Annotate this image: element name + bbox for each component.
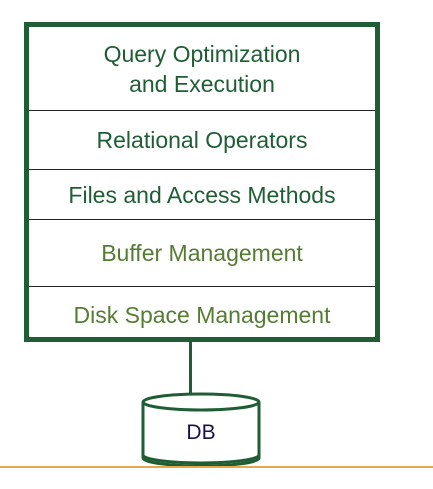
layer-relational-operators: Relational Operators xyxy=(29,110,375,169)
database-cylinder-icon xyxy=(141,392,261,468)
dbms-layer-stack: Query Optimization and Execution Relatio… xyxy=(24,22,380,342)
layer-disk-space-management-label: Disk Space Management xyxy=(73,301,331,328)
layer-buffer-management: Buffer Management xyxy=(29,219,375,286)
layer-buffer-management-label: Buffer Management xyxy=(101,240,303,266)
layer-query-optimization-line2: and Execution xyxy=(129,70,275,97)
slide-divider-line xyxy=(0,466,433,468)
layer-relational-operators-label: Relational Operators xyxy=(96,127,308,153)
layer-query-optimization-line1: Query Optimization xyxy=(103,40,301,67)
database-label: DB xyxy=(186,421,216,444)
layer-query-optimization: Query Optimization and Execution xyxy=(29,27,375,110)
layer-disk-space-management: Disk Space Management xyxy=(29,286,375,342)
layer-files-access-methods: Files and Access Methods xyxy=(29,169,375,219)
layer-files-access-methods-label: Files and Access Methods xyxy=(68,181,336,208)
stack-to-db-connector xyxy=(189,342,192,399)
